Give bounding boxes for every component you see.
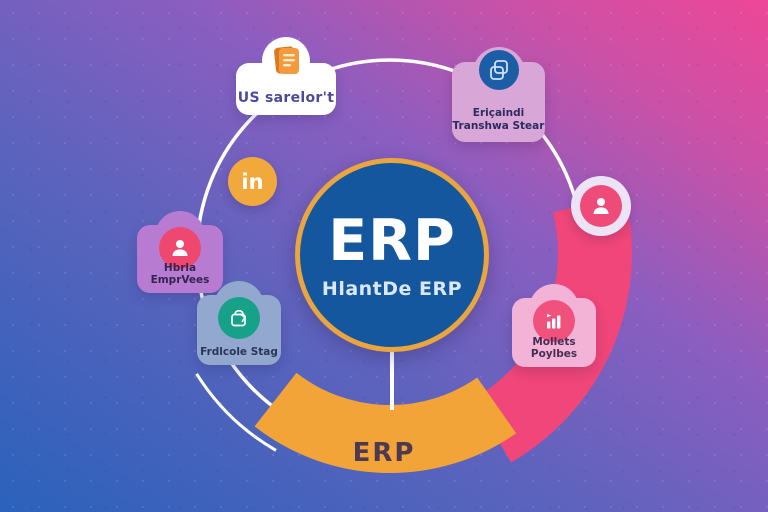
erp-center-circle: ERP HlantDe ERP <box>295 158 489 352</box>
person-badge <box>571 176 631 236</box>
card-payroll-label: Mollets Poylbes <box>530 336 578 360</box>
outer-arc <box>195 373 277 452</box>
card-transfer: Eriçaindi Transhwa Stear <box>452 47 545 142</box>
bottom-band-label: ERP <box>352 438 416 468</box>
card-protocol: Frdlcole Stag <box>197 281 281 365</box>
card-employees: Hbrla EmprVees <box>137 211 223 293</box>
book-icon <box>267 41 305 83</box>
card-employees-label: Hbrla EmprVees <box>150 262 210 286</box>
card-protocol-label: Frdlcole Stag <box>200 346 278 358</box>
package-icon <box>218 297 260 339</box>
card-payroll: Mollets Poylbes <box>512 284 596 367</box>
documents-icon <box>478 50 519 90</box>
erp-title: ERP <box>328 207 456 274</box>
card-transfer-label-line1: Eriçaindi <box>472 106 525 119</box>
card-manual: US sarelor't <box>236 37 336 115</box>
orange-band <box>254 372 517 474</box>
erp-subtitle: HlantDe ERP <box>321 277 463 300</box>
linkedin-icon: in <box>228 157 277 206</box>
person-icon <box>159 227 201 269</box>
card-manual-label: US sarelor't <box>237 90 335 106</box>
card-transfer-label: Eriçaindi Transhwa Stear <box>452 107 545 134</box>
linkedin-label: in <box>241 169 264 194</box>
card-transfer-label-line2: Transhwa Stear <box>452 120 545 133</box>
bar-chart-icon <box>533 300 575 342</box>
person-icon <box>580 185 622 227</box>
